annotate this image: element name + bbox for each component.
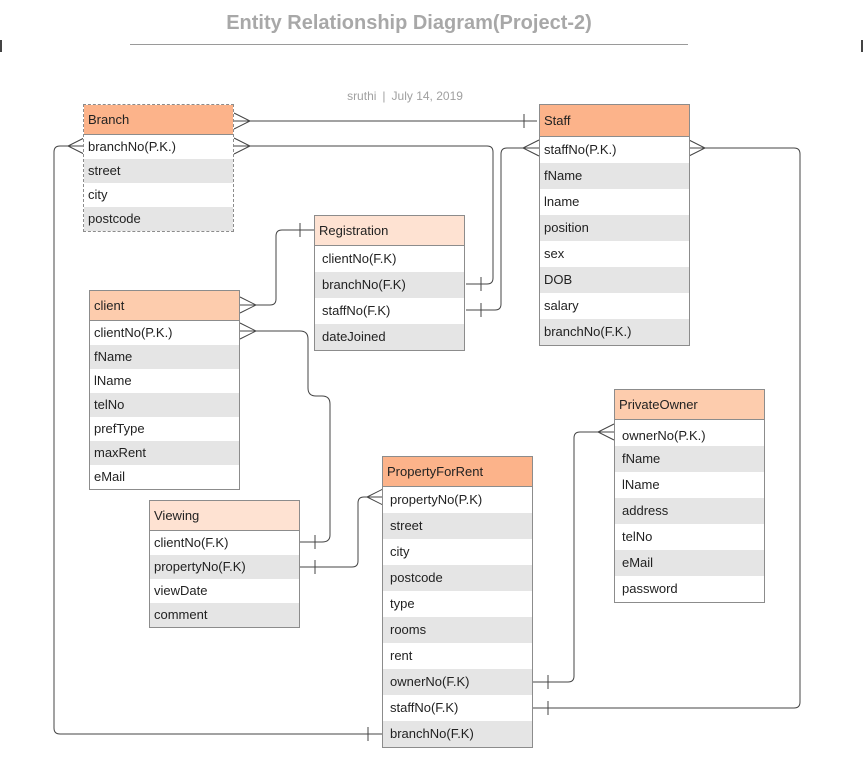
entity-field: branchNo(P.K.) <box>88 139 176 154</box>
diagram-meta: sruthi | July 14, 2019 <box>300 89 510 103</box>
rel-staff-property <box>533 139 801 715</box>
entity-header: client <box>90 291 239 321</box>
entity-field: street <box>383 513 532 539</box>
entity-field: position <box>540 215 689 241</box>
entity-field: address <box>615 498 764 524</box>
rel-branch-registration <box>233 137 494 291</box>
entity-field: branchNo(F.K.) <box>540 319 689 345</box>
entity-field: staffNo(P.K.) <box>544 142 617 157</box>
entity-field: clientNo(F.K) <box>322 251 397 266</box>
entity-field: fName <box>90 345 239 369</box>
entity-header: PrivateOwner <box>615 390 764 420</box>
entity-registration: Registration clientNo(F.K) branchNo(F.K)… <box>314 215 465 351</box>
edge-tick <box>861 40 863 52</box>
diagram-date: July 14, 2019 <box>391 89 463 103</box>
entity-field: salary <box>544 298 579 313</box>
entity-field: city <box>390 544 410 559</box>
entity-field: fName <box>540 163 689 189</box>
entity-staff: Staff staffNo(P.K.) fName lname position… <box>539 104 690 346</box>
entity-field: lName <box>622 477 660 492</box>
entity-field: lName <box>94 373 132 388</box>
entity-header: PropertyForRent <box>383 457 532 487</box>
entity-field: viewDate <box>154 583 208 598</box>
entity-field: maxRent <box>90 441 239 465</box>
entity-header: Branch <box>84 105 233 135</box>
entity-field: fName <box>615 446 764 472</box>
diagram-title: Entity Relationship Diagram(Project-2) <box>226 12 592 34</box>
rel-staff-registration <box>466 139 540 317</box>
entity-header: Registration <box>315 216 464 246</box>
rel-client-viewing <box>239 322 331 549</box>
entity-field: eMail <box>615 550 764 576</box>
entity-viewing: Viewing clientNo(F.K) propertyNo(F.K) vi… <box>149 500 300 628</box>
entity-client: client clientNo(P.K.) fName lName telNo … <box>89 290 240 490</box>
rel-branch-property <box>53 137 383 741</box>
entity-field: sex <box>544 246 565 261</box>
author-name: sruthi <box>347 89 377 103</box>
entity-field: ownerNo(P.K.) <box>622 428 706 443</box>
entity-field: propertyNo(P.K) <box>390 492 483 507</box>
rel-property-viewing <box>300 488 384 574</box>
entity-field: eMail <box>94 469 126 484</box>
entity-branch: Branch branchNo(P.K.) street city postco… <box>83 104 234 232</box>
entity-field: ownerNo(F.K) <box>383 669 532 695</box>
rel-branch-staff <box>233 112 537 130</box>
entity-field: password <box>622 581 678 596</box>
entity-field: comment <box>150 603 299 627</box>
rel-owner-property <box>533 423 615 689</box>
entity-field: rooms <box>383 617 532 643</box>
entity-field: propertyNo(F.K) <box>150 555 299 579</box>
entity-field: clientNo(P.K.) <box>94 325 173 340</box>
entity-property-for-rent: PropertyForRent propertyNo(P.K) street c… <box>382 456 533 748</box>
entity-field: staffNo(F.K) <box>322 303 391 318</box>
edge-tick <box>0 40 2 52</box>
entity-field: DOB <box>540 267 689 293</box>
entity-header: Staff <box>540 105 689 137</box>
entity-field: branchNo(F.K) <box>383 721 532 747</box>
entity-field: staffNo(F.K) <box>390 700 459 715</box>
meta-separator: | <box>382 89 386 103</box>
entity-field: branchNo(F.K) <box>315 272 464 298</box>
entity-field: type <box>390 596 415 611</box>
entity-field: street <box>84 159 233 183</box>
entity-header: Viewing <box>150 501 299 531</box>
entity-field: city <box>88 187 108 202</box>
entity-field: prefType <box>94 421 145 436</box>
title-divider <box>130 44 688 45</box>
rel-client-registration <box>239 223 315 314</box>
entity-field: telNo <box>90 393 239 417</box>
entity-field: postcode <box>383 565 532 591</box>
entity-field: telNo <box>622 529 653 544</box>
entity-field: clientNo(F.K) <box>154 535 229 550</box>
entity-field: rent <box>390 648 413 663</box>
entity-private-owner: PrivateOwner ownerNo(P.K.) fName lName a… <box>614 389 765 603</box>
entity-field: dateJoined <box>315 324 464 350</box>
entity-field: lname <box>544 194 580 209</box>
entity-field: postcode <box>84 207 233 231</box>
